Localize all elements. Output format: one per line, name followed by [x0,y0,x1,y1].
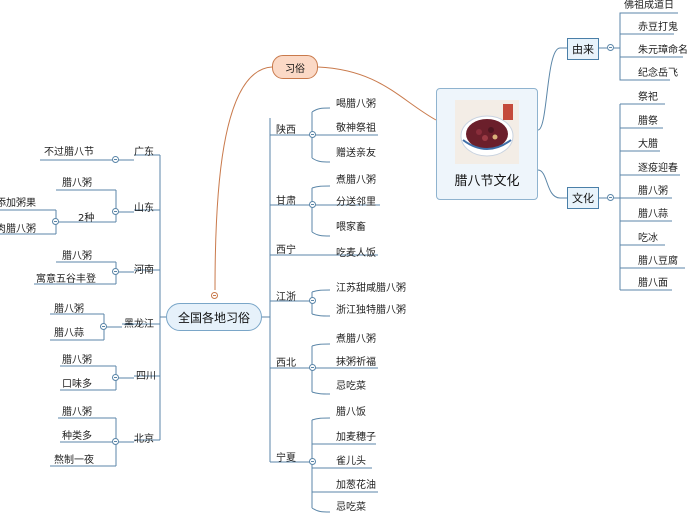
custom-item[interactable]: 浙江独特腊八粥 [336,305,406,316]
origin-item[interactable]: 赤豆打鬼 [638,22,678,33]
region-label[interactable]: 甘肃 [276,196,296,207]
region-label[interactable]: 河南 [134,265,154,276]
collapse-toggle-region[interactable] [100,323,107,330]
custom-item[interactable]: 敬神祭祖 [336,123,376,134]
region-label[interactable]: 宁夏 [276,453,296,464]
custom-item[interactable]: 寓意五谷丰登 [36,274,96,285]
origin-item[interactable]: 纪念岳飞 [638,68,678,79]
region-label[interactable]: 广东 [134,147,154,158]
laba-porridge-image [455,99,519,164]
culture-item[interactable]: 腊八豆腐 [638,256,678,267]
custom-item[interactable]: 忌吃菜 [336,381,366,392]
root-title: 腊八节文化 [454,173,520,189]
custom-item[interactable]: 忌吃菜 [336,502,366,513]
custom-item[interactable]: 喂家畜 [336,222,366,233]
custom-item[interactable]: 种类多 [62,431,92,442]
collapse-toggle-region[interactable] [309,131,316,138]
custom-item[interactable]: 熬制一夜 [54,455,94,466]
custom-item[interactable]: 腊八粥 [54,304,84,315]
collapse-toggle-customs[interactable] [211,292,218,299]
custom-item[interactable]: 口味多 [62,379,92,390]
region-label[interactable]: 山东 [134,203,154,214]
collapse-toggle-region[interactable] [112,208,119,215]
custom-item[interactable]: 抹粥祈福 [336,357,376,368]
region-label[interactable]: 西北 [276,358,296,369]
region-label[interactable]: 黑龙江 [124,319,154,330]
culture-item[interactable]: 祭祀 [638,92,658,103]
collapse-toggle-region[interactable] [112,438,119,445]
collapse-toggle-region[interactable] [309,201,316,208]
topic-customs[interactable]: 习俗 [272,55,318,79]
collapse-toggle-origin[interactable] [607,44,614,51]
custom-item[interactable]: 喝腊八粥 [336,99,376,110]
root-topic[interactable]: 腊八节文化 [436,88,538,200]
collapse-toggle-region[interactable] [112,374,119,381]
region-label[interactable]: 北京 [134,434,154,445]
region-label[interactable]: 江浙 [276,292,296,303]
topic-origin-label: 由来 [572,43,594,56]
custom-item[interactable]: 肉腊八粥 [0,224,36,235]
custom-item[interactable]: 赠送亲友 [336,148,376,159]
collapse-toggle-region[interactable] [309,458,316,465]
custom-item[interactable]: 腊八粥 [62,178,92,189]
region-label[interactable]: 西宁 [276,245,296,256]
culture-item[interactable]: 腊八蒜 [638,209,668,220]
custom-item[interactable]: 吃麦人饭 [336,248,376,259]
culture-item[interactable]: 逐疫迎春 [638,163,678,174]
custom-item[interactable]: 不过腊八节 [44,147,94,158]
topic-origin[interactable]: 由来 [567,38,599,60]
topic-national-label: 全国各地习俗 [177,310,250,325]
culture-item[interactable]: 腊祭 [638,116,658,127]
region-label[interactable]: 陕西 [276,125,296,136]
custom-item[interactable]: 加葱花油 [336,480,376,491]
topic-culture-label: 文化 [572,192,594,205]
custom-item[interactable]: 腊八饭 [336,407,366,418]
topic-customs-label: 习俗 [285,63,305,75]
custom-item[interactable]: 煮腊八粥 [336,175,376,186]
culture-item[interactable]: 吃冰 [638,233,658,244]
culture-item[interactable]: 大腊 [638,139,658,150]
region-label[interactable]: 四川 [136,371,156,382]
custom-item[interactable]: 分送邻里 [336,197,376,208]
origin-item[interactable]: 佛祖成道日 [624,0,674,11]
custom-item[interactable]: 腊八粥 [62,355,92,366]
custom-item[interactable]: 腊八粥 [62,407,92,418]
topic-national-customs[interactable]: 全国各地习俗 [166,303,262,331]
custom-item[interactable]: 煮腊八粥 [336,334,376,345]
topic-culture[interactable]: 文化 [567,187,599,209]
custom-item[interactable]: 雀儿头 [336,456,366,467]
collapse-toggle-region[interactable] [112,156,119,163]
culture-item[interactable]: 腊八面 [638,278,668,289]
collapse-toggle-region[interactable] [52,218,59,225]
collapse-toggle-culture[interactable] [607,194,614,201]
culture-item[interactable]: 腊八粥 [638,186,668,197]
custom-item[interactable]: 江苏甜咸腊八粥 [336,283,406,294]
collapse-toggle-region[interactable] [309,297,316,304]
custom-item[interactable]: 加麦穗子 [336,432,376,443]
collapse-toggle-region[interactable] [112,268,119,275]
custom-item[interactable]: 2种 [78,213,95,224]
collapse-toggle-region[interactable] [309,364,316,371]
origin-item[interactable]: 朱元璋命名 [638,45,688,56]
custom-item[interactable]: 腊八粥 [62,251,92,262]
custom-item[interactable]: 添加粥果 [0,198,36,209]
custom-item[interactable]: 腊八蒜 [54,328,84,339]
